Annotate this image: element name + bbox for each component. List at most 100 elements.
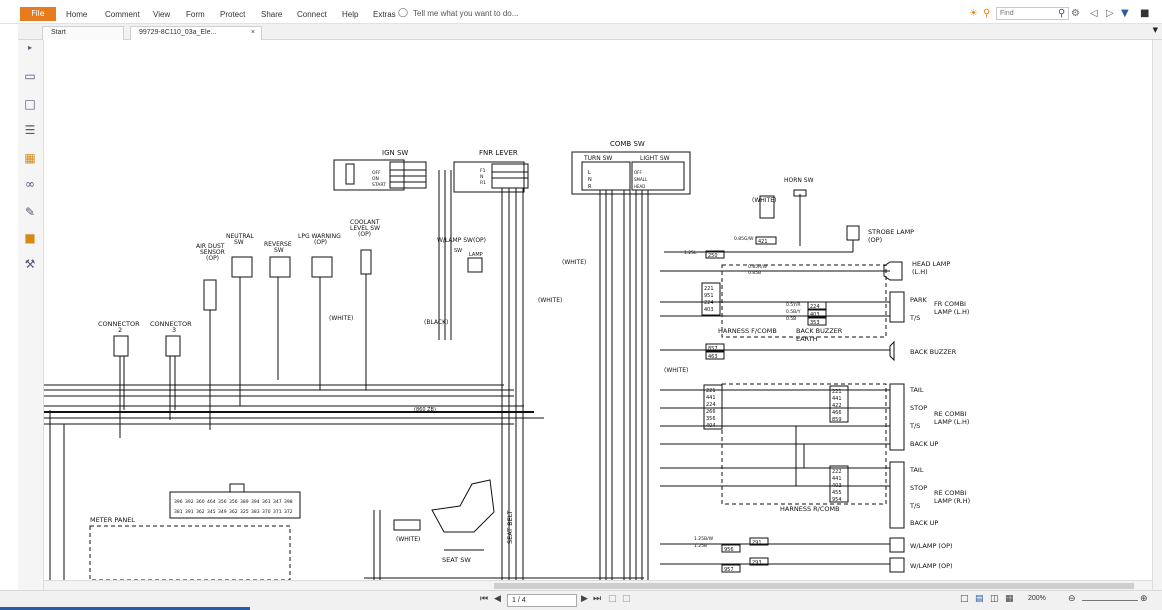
menu-comment[interactable]: Comment [105, 10, 140, 19]
turn-row: N [588, 177, 592, 183]
pin-label: 441 [832, 476, 842, 482]
menu-connect[interactable]: Connect [297, 10, 327, 19]
wire-number: 293 [752, 560, 762, 566]
fnr-row: N [480, 174, 483, 180]
zoom-in-icon[interactable]: ⊕ [1140, 594, 1148, 604]
progress-strip [0, 607, 250, 610]
pin-label: 398 [284, 499, 293, 505]
re-combi-lh-label: LAMP (L.H) [934, 418, 969, 426]
back-icon[interactable]: ◁ [1090, 8, 1098, 19]
zoom-out-icon[interactable]: ⊖ [1068, 594, 1076, 604]
forward-icon[interactable]: ▷ [1106, 8, 1114, 19]
bottom-components: 396 392 360 464 356 356 389 394 361 347 … [89, 479, 644, 580]
comb-switch: COMB SW TURN SW LIGHT SW L N R OFF SMALL… [571, 140, 691, 580]
tab-document[interactable]: 99729-8C110_03a_Ele... × [130, 26, 262, 40]
gear-icon[interactable]: ⚙ [1071, 8, 1080, 19]
fnr-row: R1 [480, 180, 486, 186]
bookmark-icon[interactable]: ▭ [24, 69, 36, 83]
vertical-scrollbar[interactable] [1152, 40, 1162, 590]
wire-number: 291 [752, 540, 762, 546]
next-page-icon[interactable]: ▶ [581, 594, 588, 604]
search-icon[interactable]: ⚲ [1058, 8, 1066, 19]
continuous-icon[interactable]: ▤ [975, 594, 984, 604]
sw-label: SW [454, 248, 462, 254]
close-icon[interactable]: × [250, 29, 255, 36]
tab-label: 99729-8C110_03a_Ele... [139, 29, 217, 36]
menu-share[interactable]: Share [261, 10, 283, 19]
expand-icon[interactable]: ▸ [27, 43, 32, 52]
pin-label: 266 [706, 409, 716, 415]
grid-icon[interactable]: ▦ [1005, 594, 1014, 604]
ign-sw-label: IGN SW [382, 149, 408, 157]
sensor-label: LEVEL SW [350, 225, 380, 232]
wire-code: 0.85G/W [734, 236, 754, 242]
strobe-lamp: STROBE LAMP (OP) 421 0.85G/W [664, 225, 914, 253]
page-number-input[interactable]: 1 / 4 [507, 594, 577, 607]
re-combi-lh-label: RE COMBI [934, 410, 966, 418]
signature-icon[interactable]: ✎ [24, 205, 36, 219]
single-page-icon[interactable]: □ [960, 594, 969, 604]
tell-me-input[interactable]: Tell me what you want to do... [413, 9, 519, 18]
menu-home[interactable]: Home [66, 10, 88, 19]
connector-label: CONNECTOR [150, 320, 192, 328]
light-row: OFF [634, 170, 642, 175]
sensor-label: (OP) [206, 255, 219, 262]
strobe-label: STROBE LAMP [868, 228, 914, 236]
wire-number: 857 [708, 346, 718, 352]
head-lamp-label: (L.H) [912, 268, 928, 276]
tools-icon[interactable]: ⚒ [24, 257, 36, 271]
pin-label: 403 [832, 483, 842, 489]
fnr-label: FNR LEVER [479, 149, 518, 157]
menu-extras[interactable]: Extras [373, 10, 396, 19]
black-label: (BLACK) [424, 319, 448, 326]
menu-help[interactable]: Help [342, 10, 359, 19]
ign-row: ON [372, 176, 379, 182]
comment-icon[interactable]: ▦ [24, 151, 36, 165]
white-label: (WHITE) [562, 259, 586, 266]
re-combi-rh-label: LAMP (R.H) [934, 497, 970, 505]
wire-number: 957 [724, 567, 734, 573]
pin-label: 394 [251, 499, 260, 505]
facing-icon[interactable]: ◫ [990, 594, 999, 604]
fit-icon[interactable]: □ [622, 594, 631, 604]
left-edge [0, 24, 18, 610]
attachment-icon[interactable]: ∞ [25, 177, 35, 191]
lock-icon[interactable]: ■ [24, 231, 36, 245]
wire-code: 0.5B/Y [786, 309, 801, 315]
horizontal-scrollbar[interactable] [44, 580, 1152, 590]
search-text-icon[interactable]: ⚲ [983, 8, 991, 19]
file-menu[interactable]: File [20, 7, 56, 21]
pages-icon[interactable]: □ [24, 97, 36, 111]
sun-icon[interactable]: ☀ [969, 8, 978, 19]
menu-protect[interactable]: Protect [220, 10, 246, 19]
last-page-icon[interactable]: ⏭ [593, 594, 602, 604]
seat-sw-label: SEAT SW [442, 556, 471, 564]
first-page-icon[interactable]: ⏮ [480, 594, 489, 604]
ts-label: T/S [909, 422, 920, 430]
prev-page-icon[interactable]: ◀ [494, 594, 501, 604]
find-input[interactable]: Find [996, 7, 1069, 20]
sensor-label: NEUTRAL [226, 233, 254, 240]
fnr-row: F1 [480, 168, 486, 174]
pin-label: 221 [706, 388, 716, 394]
menu-form[interactable]: Form [186, 10, 205, 19]
seat-belt-label: SEAT BELT [506, 510, 514, 544]
zoom-slider[interactable] [1082, 600, 1138, 601]
fr-combi-label: LAMP (L.H) [934, 308, 969, 316]
menu-view[interactable]: View [153, 10, 171, 19]
pin-label: 224 [706, 402, 716, 408]
rotate-icon[interactable]: □ [608, 594, 617, 604]
user-icon[interactable]: ■ [1140, 8, 1150, 19]
white-label: (WHITE) [329, 315, 353, 322]
scroll-thumb[interactable] [494, 583, 1134, 589]
pin-label: 356 [229, 499, 238, 505]
sensor-label: SW [274, 247, 284, 254]
bell-icon[interactable]: ▼ [1121, 8, 1129, 19]
tab-start[interactable]: Start [42, 26, 124, 40]
chevron-down-icon[interactable]: ▼ [1152, 26, 1158, 34]
pin-label: 422 [832, 403, 842, 409]
status-bar: ⏮ ◀ 1 / 4 ▶ ⏭ □ □ □ ▤ ◫ ▦ 200% ⊖ ⊕ [0, 590, 1162, 610]
zoom-level[interactable]: 200% [1028, 595, 1046, 602]
layers-icon[interactable]: ☰ [24, 123, 36, 137]
horn-switch: HORN SW (WHITE) [752, 177, 814, 246]
